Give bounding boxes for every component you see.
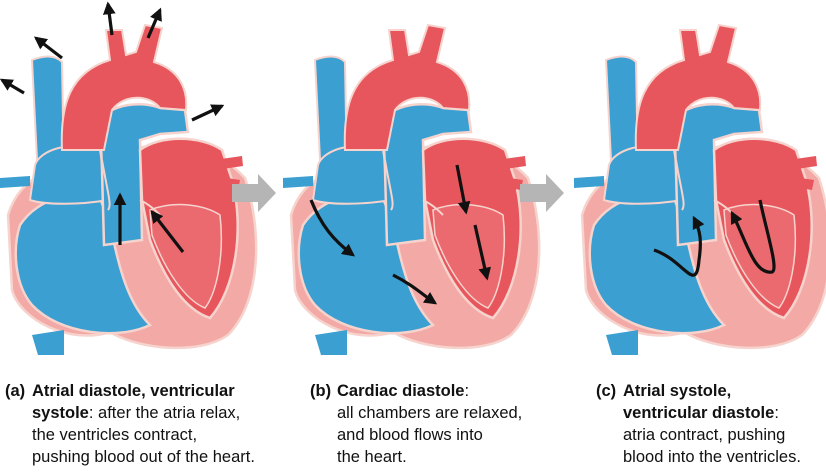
- caption-a-desc-line3: pushing blood out of the heart.: [32, 448, 255, 466]
- caption-b-desc-line2: and blood flows into: [337, 426, 483, 444]
- caption-c-colon: :: [774, 404, 779, 422]
- caption-b-desc-line3: the heart.: [337, 448, 407, 466]
- caption-c-title-line2: ventricular diastole: [623, 404, 775, 422]
- caption-b-colon: :: [464, 382, 470, 400]
- flow-arrows-b: [309, 164, 491, 305]
- caption-a-title-line2: systole: [32, 404, 89, 422]
- caption-b-title-line1: Cardiac diastole: [337, 382, 465, 400]
- caption-b-letter: (b): [310, 382, 332, 400]
- caption-c-desc-line1: atria contract, pushing: [623, 426, 786, 444]
- transition-arrow-2: [520, 174, 564, 212]
- caption-c-desc-line2: blood into the ventricles.: [623, 448, 801, 466]
- caption-a-desc-line1: after the atria relax,: [98, 404, 241, 422]
- caption-a-title-line1: Atrial diastole, ventricular: [32, 382, 235, 400]
- caption-b: (b) Cardiac diastole: all chambers are r…: [310, 380, 560, 468]
- caption-c: (c) Atrial systole, ventricular diastole…: [596, 380, 824, 468]
- heart-panel-b: [281, 23, 541, 357]
- flow-arrows-c: [653, 199, 776, 277]
- caption-a: (a) Atrial diastole, ventricular systole…: [5, 380, 255, 468]
- caption-b-desc-line1: all chambers are relaxed,: [337, 404, 523, 422]
- transition-arrow-1: [232, 174, 276, 212]
- caption-c-title-line1: Atrial systole,: [623, 382, 732, 400]
- flow-arrows-a: [0, 1, 225, 253]
- caption-a-colon: :: [88, 404, 99, 422]
- heart-panel-a: [0, 1, 258, 357]
- caption-a-letter: (a): [5, 382, 26, 400]
- caption-a-desc-line2: the ventricles contract,: [32, 426, 198, 444]
- caption-c-letter: (c): [596, 382, 617, 400]
- heart-panel-c: [572, 23, 826, 357]
